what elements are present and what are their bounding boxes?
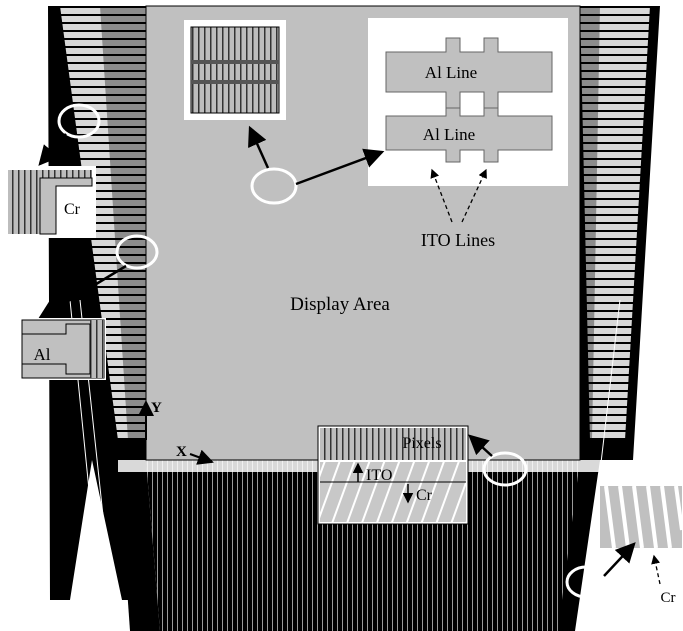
- pixels-label: Pixels: [402, 435, 441, 452]
- al-line-top-label: Al Line: [425, 63, 477, 82]
- display-area-label: Display Area: [290, 294, 390, 315]
- al-line-bottom-label: Al Line: [423, 125, 475, 144]
- al-left-inset: Al: [20, 234, 159, 380]
- ito-lines-label: ITO Lines: [421, 230, 495, 250]
- pixel-grid-inset: [184, 20, 286, 120]
- pixels-inset: Pixels ITO Cr: [317, 425, 528, 525]
- axis-x-label: X: [176, 444, 187, 460]
- left-fanout: [48, 6, 150, 601]
- al-line-inset: Al Line Al Line: [368, 18, 568, 186]
- cr-left-inset: Cr: [4, 103, 101, 238]
- axes: Y X: [138, 400, 214, 465]
- ito-lines-arrows: [430, 168, 487, 223]
- cr-bottom-right-inset: Cr: [565, 480, 683, 606]
- right-fanout: [540, 6, 660, 601]
- axis-y-label: Y: [151, 400, 162, 416]
- cr-bottom-right-label: Cr: [661, 590, 676, 606]
- cr-left-label: Cr: [64, 201, 81, 218]
- ito-label: ITO: [366, 467, 392, 484]
- cr-pixels-label: Cr: [416, 487, 433, 504]
- al-left-label: Al: [34, 345, 51, 364]
- center-callout: [248, 125, 385, 205]
- bottom-fanout: [118, 460, 600, 631]
